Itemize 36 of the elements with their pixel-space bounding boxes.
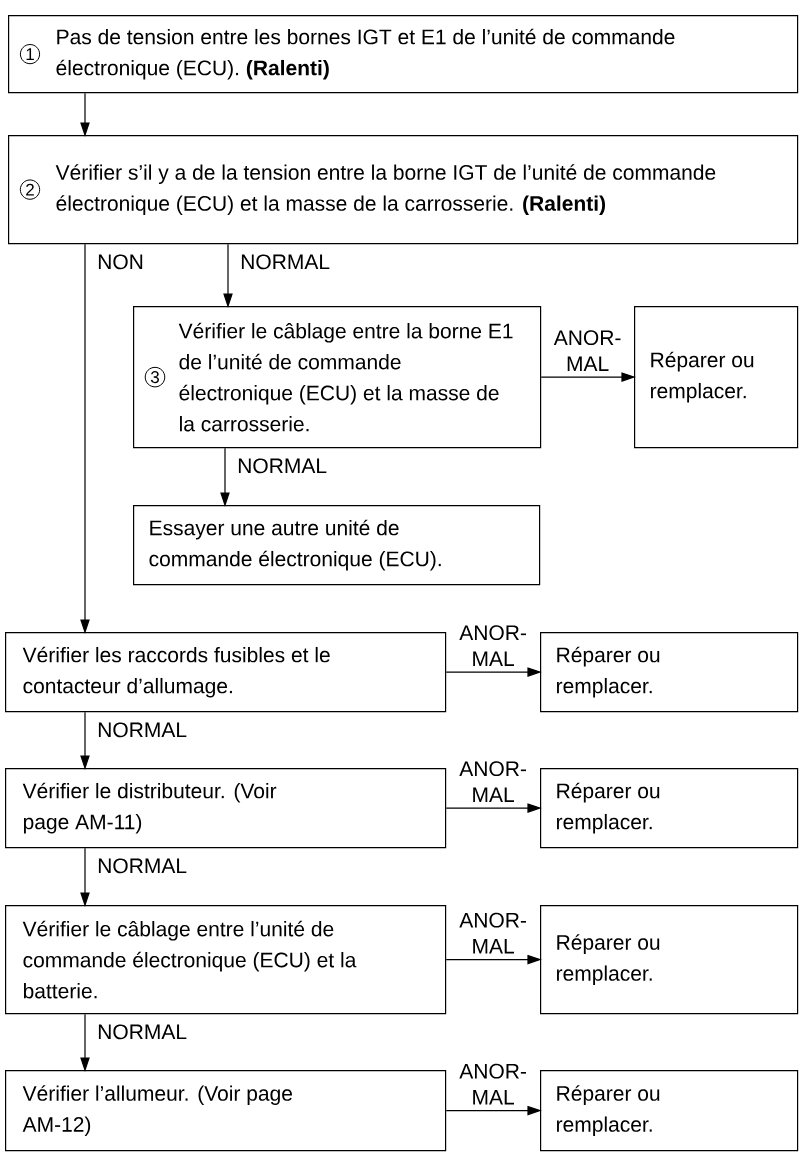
edge-label: NORMAL (95, 856, 190, 876)
step-box: Réparer ou remplacer. (540, 768, 799, 849)
step-box: Réparer ou remplacer. (540, 632, 799, 713)
arrow (540, 372, 635, 382)
step-box: Vérifier le distributeur. (Voir page AM-11) (5, 768, 447, 849)
arrow (80, 243, 90, 633)
arrow (80, 711, 90, 769)
step-number: 3 (144, 366, 166, 388)
step-number: 2 (19, 179, 41, 200)
arrow (445, 1105, 541, 1116)
step-box: Réparer ou remplacer. (540, 905, 799, 1015)
step-box: Essayer une autre unité de commande électronique (ECU). (133, 505, 541, 586)
arrow (220, 447, 230, 506)
arrow (80, 1013, 90, 1071)
edge-label: NON (95, 252, 146, 272)
arrow (223, 243, 233, 307)
edge-label: NORMAL (95, 1022, 190, 1042)
step-number: 1 (19, 44, 41, 65)
step-box: Réparer ou remplacer. (634, 306, 799, 449)
arrow (80, 92, 90, 136)
edge-label: NORMAL (235, 456, 330, 476)
step-box: Réparer ou remplacer. (540, 1070, 799, 1152)
edge-label: ANOR- MAL (457, 760, 530, 803)
step-box: Vérifier l’allumeur. (Voir page AM-12) (5, 1070, 447, 1152)
arrow (445, 954, 541, 965)
edge-label: ANOR- MAL (551, 329, 624, 372)
edge-label: NORMAL (95, 720, 190, 740)
edge-label: ANOR- MAL (457, 624, 530, 667)
arrow (445, 803, 541, 813)
edge-label: ANOR- MAL (457, 1062, 530, 1106)
arrow (80, 847, 90, 906)
step-box: Vérifier les raccords fusibles et le contacteur d’allumage. (5, 632, 447, 713)
step-box: Vérifier le câblage entre l’unité de commande électronique (ECU) et la batterie. (5, 905, 447, 1015)
edge-label: NORMAL (238, 252, 333, 272)
arrow (445, 667, 541, 677)
edge-label: ANOR- MAL (457, 911, 530, 955)
